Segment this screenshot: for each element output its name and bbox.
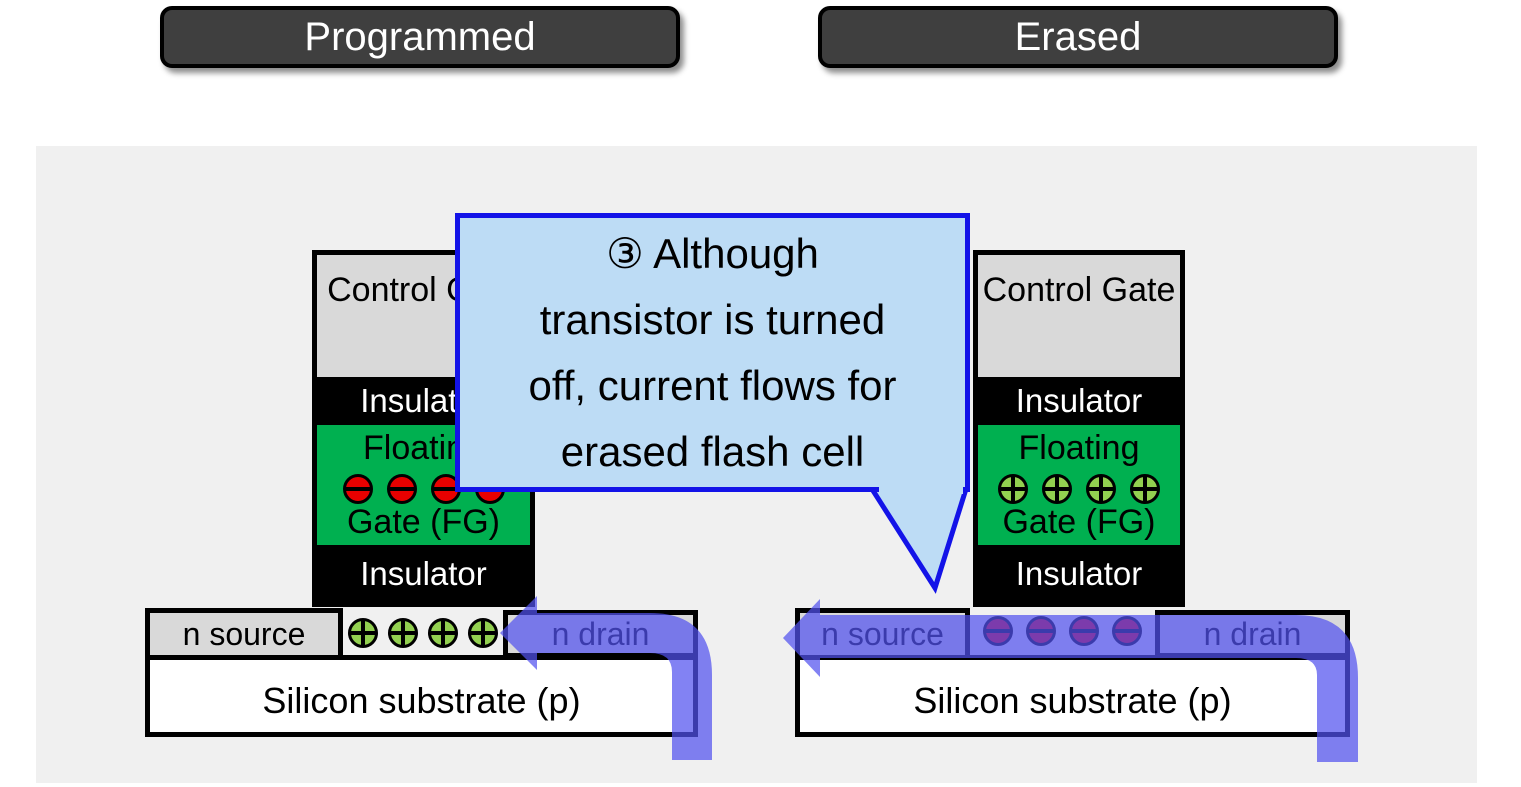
insulator-bottom-layer: Insulator — [978, 545, 1180, 602]
plus-charge-icon — [388, 618, 418, 648]
n-drain-region: n drain — [1155, 610, 1350, 658]
minus-charge-icon — [1026, 616, 1056, 646]
plus-charge-icon — [1130, 474, 1160, 504]
channel-charges — [970, 616, 1155, 646]
n-source-region: n source — [795, 608, 970, 660]
channel-charges — [343, 618, 503, 648]
floating-gate-label-line2: Gate (FG) — [346, 503, 501, 541]
plus-charge-icon — [348, 618, 378, 648]
floating-gate-layer: Floating Gate (FG) — [978, 425, 1180, 545]
silicon-substrate: Silicon substrate (p) — [795, 655, 1350, 737]
minus-charge-icon — [983, 616, 1013, 646]
minus-charge-icon — [342, 474, 373, 504]
insulator-top-layer: Insulator — [978, 377, 1180, 425]
plus-charge-icon — [468, 618, 498, 648]
floating-gate-label-line1: Floating — [1018, 429, 1140, 467]
minus-charge-icon — [1112, 616, 1142, 646]
n-source-region: n source — [145, 608, 343, 660]
n-drain-region: n drain — [503, 610, 698, 658]
silicon-substrate: Silicon substrate (p) — [145, 655, 698, 737]
minus-charge-icon — [1069, 616, 1099, 646]
erased-state-button: Erased — [818, 6, 1338, 68]
programmed-state-button: Programmed — [160, 6, 680, 68]
plus-charge-icon — [428, 618, 458, 648]
plus-charge-icon — [1042, 474, 1072, 504]
minus-charge-icon — [386, 474, 417, 504]
insulator-bottom-layer: Insulator — [317, 545, 530, 602]
callout-tail-gap — [879, 486, 963, 494]
control-gate-layer: Control Gate — [978, 255, 1180, 377]
plus-charge-icon — [998, 474, 1028, 504]
plus-charge-icon — [1086, 474, 1116, 504]
erased-gate-stack: Control Gate Insulator Floating Gate (FG… — [973, 250, 1185, 607]
floating-gate-label-line2: Gate (FG) — [1002, 503, 1156, 541]
floating-gate-charges — [978, 474, 1180, 504]
